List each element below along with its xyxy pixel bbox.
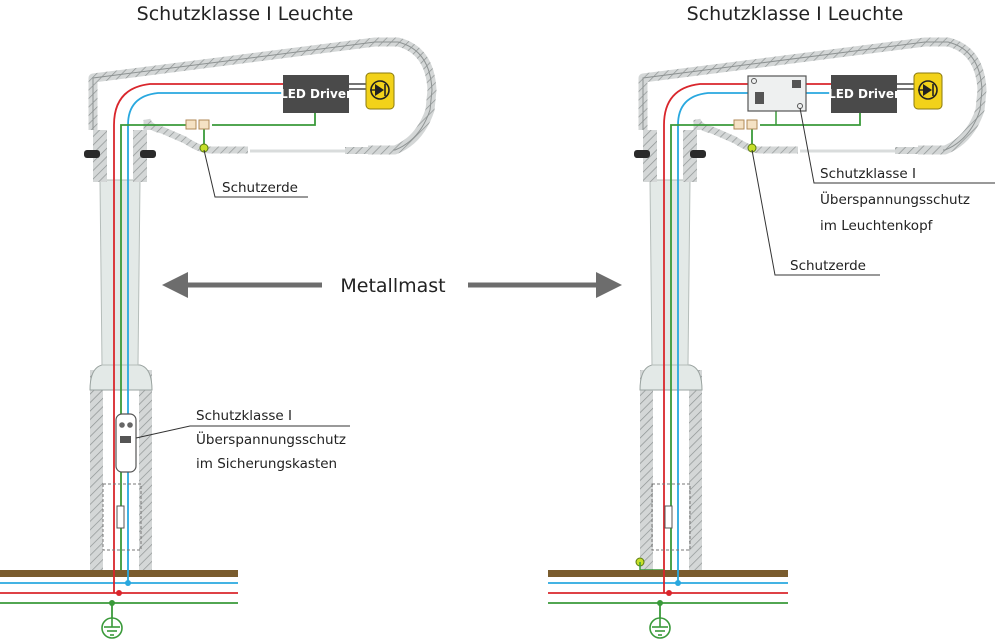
right-housing-outline <box>642 41 983 151</box>
left-sleeve-l <box>93 130 107 182</box>
left-arrow-head <box>162 272 188 298</box>
led-icon <box>918 80 938 100</box>
right-spd-label-3: im Leuchtenkopf <box>820 218 934 234</box>
right-bolt-l <box>634 150 650 158</box>
right-spd-window-2 <box>792 80 801 88</box>
right-earth-label: Schutzerde <box>790 258 866 274</box>
left-terminal-1 <box>185 119 197 130</box>
ground-symbol-icon <box>101 617 123 639</box>
left-phase-node <box>116 590 122 596</box>
right-sleeve-r <box>683 130 697 182</box>
left-earth-label: Schutzerde <box>222 180 298 196</box>
left-spd-led-2 <box>127 422 133 428</box>
left-fuse-box <box>102 483 142 551</box>
left-housing-outline <box>92 41 433 151</box>
right-housing-end <box>895 147 943 154</box>
right-luminaire-system: LED Driver <box>548 37 995 639</box>
right-sleeve-l <box>643 130 657 182</box>
right-phase-node <box>666 590 672 596</box>
left-bolt-r <box>140 150 156 158</box>
left-spd-leader <box>135 425 350 439</box>
right-arrow-head <box>596 272 622 298</box>
left-neutral-node <box>125 580 131 586</box>
right-phase-wire <box>663 83 831 570</box>
left-earth-leader <box>203 149 308 198</box>
left-fuse <box>116 505 125 529</box>
right-pole-upper <box>649 179 691 366</box>
right-bolt-r <box>690 150 706 158</box>
right-fuse-box <box>651 483 691 551</box>
metallmast-label: Metallmast <box>340 275 445 297</box>
metallmast-arrows: Metallmast <box>162 272 622 298</box>
ground-symbol-icon <box>649 617 671 639</box>
right-led-driver <box>831 75 897 113</box>
left-ground-surface <box>0 570 238 577</box>
left-luminaire-system: LED Driver <box>0 37 437 639</box>
right-spd-label-1: Schutzklasse I <box>820 166 916 182</box>
right-led-driver-label: LED Driver <box>828 87 900 101</box>
led-icon <box>370 80 390 100</box>
right-neutral-node <box>675 580 681 586</box>
right-fuse <box>664 505 673 529</box>
right-earth-leader <box>751 149 880 276</box>
left-terminal-2 <box>198 119 210 130</box>
left-led-driver-label: LED Driver <box>280 87 352 101</box>
right-earth-wire <box>670 113 861 570</box>
right-spd-screw-1 <box>751 78 757 84</box>
left-spd-label-1: Schutzklasse I <box>196 408 292 424</box>
left-spd-label-3: im Sicherungskasten <box>196 456 337 472</box>
left-title: Schutzklasse I Leuchte <box>137 3 354 25</box>
left-sleeve-r <box>133 130 147 182</box>
right-terminal-1 <box>733 119 745 130</box>
right-terminal-2 <box>746 119 758 130</box>
left-housing-end <box>345 147 393 154</box>
right-ground-surface <box>548 570 788 577</box>
left-bolt-l <box>84 150 100 158</box>
left-spd-label-2: Überspannungsschutz <box>196 430 346 448</box>
right-spd-label-2: Überspannungsschutz <box>820 190 970 208</box>
right-spd-leader <box>799 107 995 184</box>
left-spd-led-1 <box>119 422 125 428</box>
left-pole-upper <box>99 179 141 366</box>
left-led-driver <box>283 75 349 113</box>
left-spd-window <box>120 436 131 443</box>
left-phase-wire <box>113 83 283 570</box>
right-title: Schutzklasse I Leuchte <box>687 3 904 25</box>
right-spd-window-1 <box>755 92 764 104</box>
